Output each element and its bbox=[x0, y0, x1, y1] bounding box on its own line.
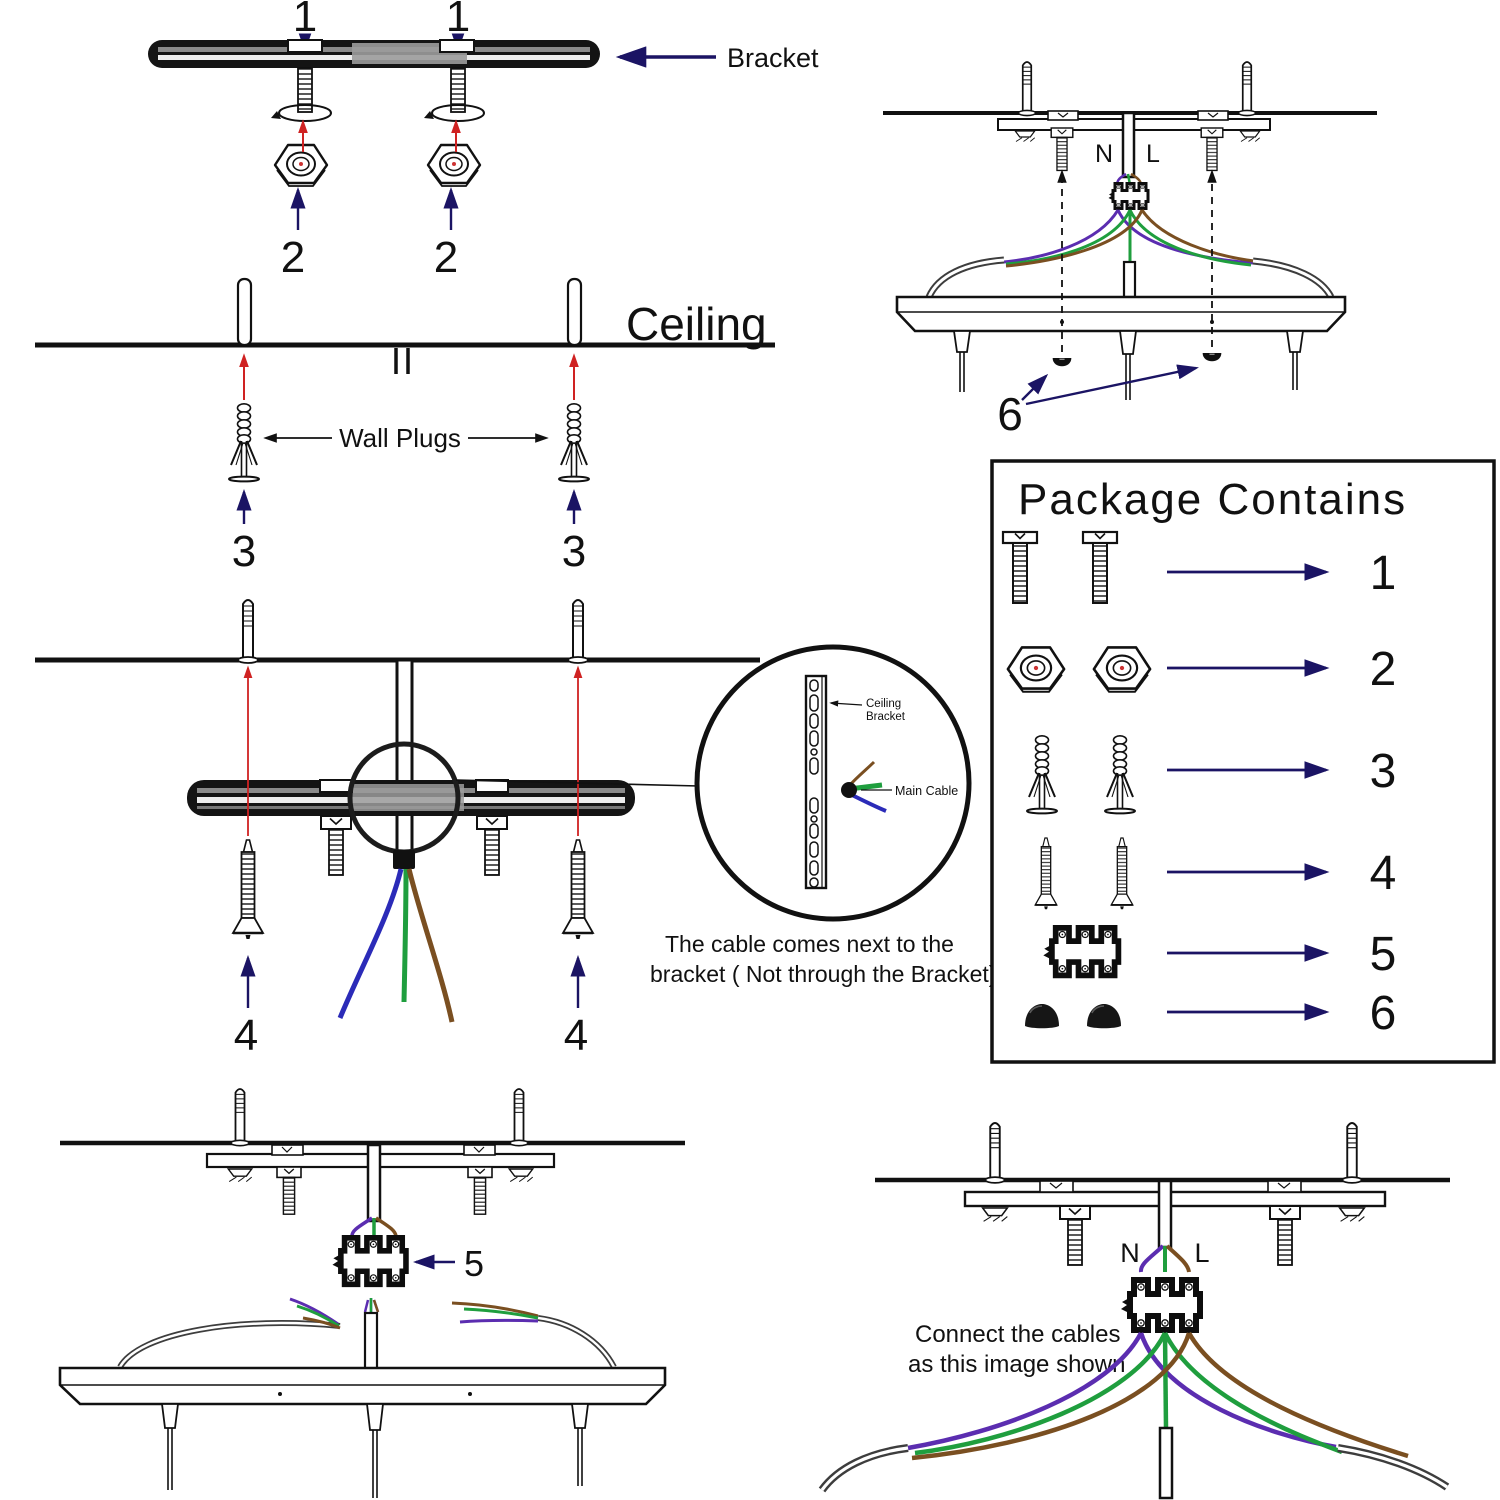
inset-ceiling-bracket-label-line1: Ceiling bbox=[866, 698, 901, 710]
wall-plug-icon bbox=[228, 402, 260, 483]
fixture-wire-bundles bbox=[117, 1297, 617, 1373]
bracket-mounting-diagram: 4 4 bbox=[35, 599, 996, 1060]
mounted-bracket-bar bbox=[963, 1190, 1387, 1208]
callout-2-right: 2 bbox=[434, 233, 458, 282]
package-title: Package Contains bbox=[1018, 475, 1407, 524]
inserted-wall-plug-icon bbox=[237, 599, 259, 664]
green-wire bbox=[401, 868, 409, 1003]
callout-4-left: 4 bbox=[234, 1011, 258, 1060]
neutral-label: N bbox=[1095, 140, 1113, 168]
wiring-note-line1: Connect the cables bbox=[915, 1321, 1120, 1348]
cable-hole bbox=[394, 348, 410, 374]
brown-wire bbox=[406, 868, 455, 1023]
main-cable-tube bbox=[1121, 111, 1136, 179]
fixing-screw-icon bbox=[561, 838, 595, 941]
countersunk-screw-icon bbox=[1338, 1207, 1366, 1223]
inserted-wall-plug-icon bbox=[1017, 61, 1037, 117]
fixture-cable-stub bbox=[1122, 260, 1137, 299]
callout-5: 5 bbox=[464, 1243, 484, 1284]
countersunk-screw-icon bbox=[981, 1207, 1009, 1223]
machine-screw-icon bbox=[476, 815, 508, 876]
main-cable-tube bbox=[366, 1143, 382, 1223]
inset-main-cable-label: Main Cable bbox=[895, 784, 958, 798]
wall-plugs-label: Wall Plugs bbox=[339, 423, 461, 453]
fixing-screw-icon bbox=[231, 838, 265, 941]
main-cable-tube bbox=[1157, 1179, 1173, 1249]
inserted-wall-plug-icon bbox=[1341, 1122, 1363, 1184]
mounted-bracket-bar-icon bbox=[187, 779, 635, 816]
light-fixture-bar-icon bbox=[58, 1366, 667, 1498]
cable-ferrule bbox=[393, 850, 415, 869]
hex-nut-icon bbox=[426, 143, 482, 188]
terminal-connector-icon bbox=[332, 1238, 405, 1285]
package-item-2-number: 2 bbox=[1370, 643, 1397, 696]
machine-screw-icon bbox=[1050, 127, 1074, 172]
callout-1-left: 1 bbox=[293, 0, 317, 41]
countersunk-screw-icon bbox=[227, 1168, 253, 1183]
connector-block-step-diagram: 5 bbox=[58, 1088, 685, 1498]
machine-screw-icon bbox=[320, 815, 352, 876]
drill-hole-left bbox=[236, 277, 253, 347]
live-label: L bbox=[1194, 1238, 1209, 1268]
light-fixture-bar-icon bbox=[895, 295, 1347, 400]
callout-3-left: 3 bbox=[232, 527, 256, 576]
inserted-wall-plug-icon bbox=[1237, 61, 1257, 117]
callout-6: 6 bbox=[997, 388, 1023, 440]
ceiling-bracket-bar-icon bbox=[148, 39, 600, 68]
ceiling-label: Ceiling bbox=[626, 298, 767, 350]
inset-ceiling-bracket-label-line2: Bracket bbox=[866, 711, 906, 723]
bracket-screw-thread-right bbox=[450, 67, 466, 113]
bracket-label: Bracket bbox=[727, 43, 819, 73]
inserted-wall-plug-icon bbox=[230, 1088, 250, 1147]
cable-detail-inset: Ceiling Bracket Main Cable bbox=[694, 644, 972, 922]
package-item-3-number: 3 bbox=[1370, 745, 1397, 798]
fixture-cable-arcs bbox=[925, 256, 1335, 299]
callout-1-right: 1 bbox=[446, 0, 470, 41]
main-cable-end bbox=[841, 782, 857, 798]
package-item-6-number: 6 bbox=[1370, 987, 1397, 1040]
machine-screw-icon bbox=[276, 1166, 302, 1215]
countersunk-screw-icon bbox=[508, 1168, 534, 1183]
ceiling-wall-plugs-diagram: Ceiling Wall Plugs 3 3 bbox=[35, 277, 775, 576]
wiring-note-line2: as this image shown bbox=[908, 1351, 1125, 1378]
cable-note-line2: bracket ( Not through the Bracket) bbox=[650, 961, 996, 987]
drill-hole-right bbox=[566, 277, 583, 347]
cap-nut-icon bbox=[1052, 357, 1072, 367]
countersunk-screw-icon bbox=[1239, 130, 1261, 143]
ceiling-bracket-side-view-icon bbox=[804, 674, 828, 890]
callout-2-left: 2 bbox=[281, 233, 305, 282]
blue-wire bbox=[337, 868, 404, 1019]
machine-screw-icon bbox=[1269, 1205, 1301, 1266]
callout-4-right: 4 bbox=[564, 1011, 588, 1060]
terminal-connector-icon bbox=[1107, 182, 1150, 210]
wall-plug-icon bbox=[558, 402, 590, 483]
inserted-wall-plug-icon bbox=[509, 1088, 529, 1147]
package-contains-panel: Package Contains 1 2 3 4 5 6 bbox=[990, 459, 1496, 1064]
wiring-connection-diagram: N L Connect the cables as this image sho… bbox=[818, 1122, 1450, 1500]
inserted-wall-plug-icon bbox=[984, 1122, 1006, 1184]
hex-nut-icon bbox=[273, 143, 329, 188]
live-label: L bbox=[1146, 140, 1160, 168]
countersunk-screw-icon bbox=[1014, 130, 1036, 143]
package-item-1-number: 1 bbox=[1370, 547, 1397, 600]
terminal-connector-icon bbox=[1121, 1280, 1200, 1330]
cable-note-line1: The cable comes next to the bbox=[665, 931, 954, 957]
bracket-hardware-diagram: 1 1 2 2 Bracket bbox=[148, 0, 819, 282]
inserted-wall-plug-icon bbox=[567, 599, 589, 664]
callout-3-right: 3 bbox=[562, 527, 586, 576]
package-item-5-number: 5 bbox=[1370, 928, 1397, 981]
terminal-connector-icon bbox=[1043, 928, 1118, 976]
cap-nut-assembly-diagram: N L bbox=[883, 61, 1377, 440]
main-cable-tube bbox=[395, 658, 414, 854]
bracket-screw-thread-left bbox=[297, 67, 313, 113]
machine-screw-icon bbox=[1059, 1205, 1091, 1266]
neutral-label: N bbox=[1120, 1238, 1140, 1268]
cap-nut-icon bbox=[1202, 352, 1222, 362]
package-item-4-number: 4 bbox=[1370, 847, 1397, 900]
machine-screw-icon bbox=[467, 1166, 493, 1215]
machine-screw-icon bbox=[1200, 127, 1224, 172]
fixture-cable-ends bbox=[818, 1426, 1450, 1500]
